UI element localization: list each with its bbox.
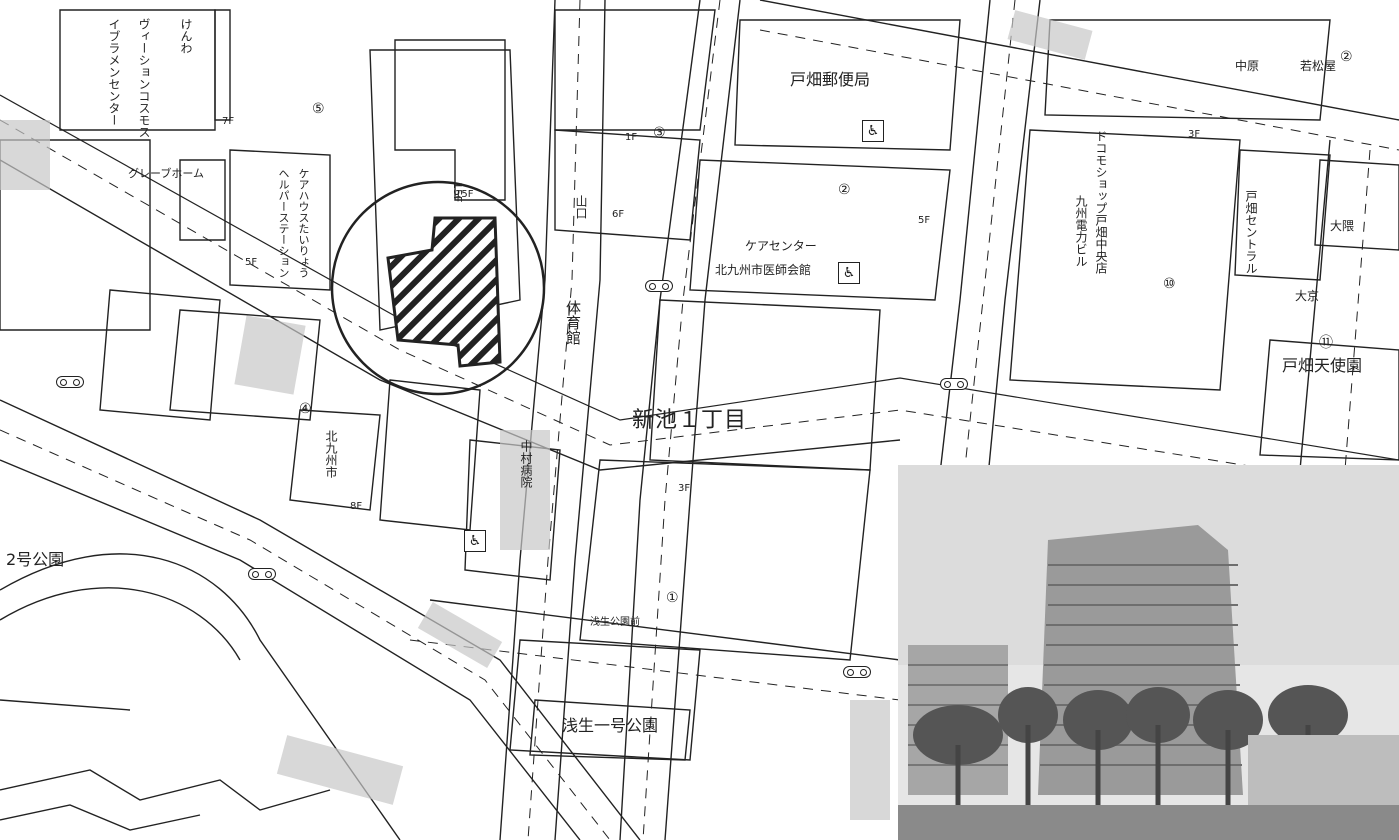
label-wakamatsu: 若松屋 — [1300, 59, 1337, 73]
bus-stop-icon — [940, 378, 968, 390]
floor-5f-b: 5F — [918, 215, 931, 226]
floor-8f: 8F — [350, 501, 363, 512]
floor-3f: 3F — [678, 483, 691, 494]
label-kyushu-bldg: 九州電力ビル — [1074, 195, 1088, 267]
floor-3f-b: 3F — [1188, 129, 1201, 140]
label-green-center: イブラメンセンター — [107, 18, 121, 126]
target-circle — [330, 180, 546, 396]
target-building — [386, 216, 502, 368]
label-medical-assoc: 北九州市医師会館 — [715, 263, 812, 277]
bus-stop-icon — [248, 568, 276, 580]
target-building-label: 15F — [451, 182, 464, 203]
floor-1f: 1F — [625, 132, 638, 143]
label-yamaguchi: 山口 — [574, 195, 588, 219]
floor-7f: 7F — [222, 116, 235, 127]
bus-stop-icon — [56, 376, 84, 388]
label-tobata-hall: 体育館 — [564, 300, 582, 345]
label-cosmos: ヴィーションコスモス — [137, 18, 151, 138]
area-name-label: 新池１丁目 — [632, 408, 748, 433]
marker-2: ② — [838, 182, 851, 198]
label-ookuma: 大隈 — [1330, 219, 1355, 233]
marker-11: ⑪ — [1319, 335, 1333, 351]
marker-10: ⑩ — [1163, 276, 1176, 292]
label-asao-park: 浅生一号公園 — [562, 716, 659, 735]
label-tobata-kindergarten: 戸畑天使園 — [1282, 356, 1363, 375]
marker-3: ③ — [653, 125, 666, 141]
wheelchair-icon: ♿ — [862, 120, 884, 142]
label-kita-office: 北九州市 — [324, 430, 338, 478]
label-docomo: ドコモショップ戸畑中央店 — [1094, 130, 1108, 274]
label-tobata-post: 戸畑郵便局 — [790, 70, 871, 89]
marker-5: ⑤ — [312, 101, 325, 117]
wheelchair-icon: ♿ — [838, 262, 860, 284]
label-tobata-factory: 戸畑セントラル — [1244, 190, 1258, 274]
label-health-station: ヘルパーステーション — [277, 168, 290, 278]
label-nakahara: 中原 — [1235, 59, 1260, 73]
label-crane-home: グレーブホーム — [128, 167, 205, 180]
label-center-hall: ケアセンター — [745, 239, 817, 253]
label-park2: 2号公園 — [6, 550, 65, 569]
floor-15f: 15F — [455, 189, 474, 200]
marker-4: ④ — [299, 401, 312, 417]
label-nakamura: 中村病院 — [519, 440, 533, 488]
label-kenkou: けんわ — [179, 18, 193, 54]
label-daikyo: 大京 — [1295, 289, 1320, 303]
floor-6f: 6F — [612, 209, 625, 220]
building-photo — [898, 465, 1399, 840]
label-asao-station: 浅生公園前 — [590, 617, 640, 628]
floor-5f: 5F — [245, 257, 258, 268]
wheelchair-icon: ♿ — [464, 530, 486, 552]
bus-stop-icon — [645, 280, 673, 292]
marker-1: ① — [666, 590, 679, 606]
marker-2b: ② — [1340, 49, 1353, 65]
label-care-house: ケアハウスたいりょう — [297, 168, 310, 278]
bus-stop-icon — [843, 666, 871, 678]
